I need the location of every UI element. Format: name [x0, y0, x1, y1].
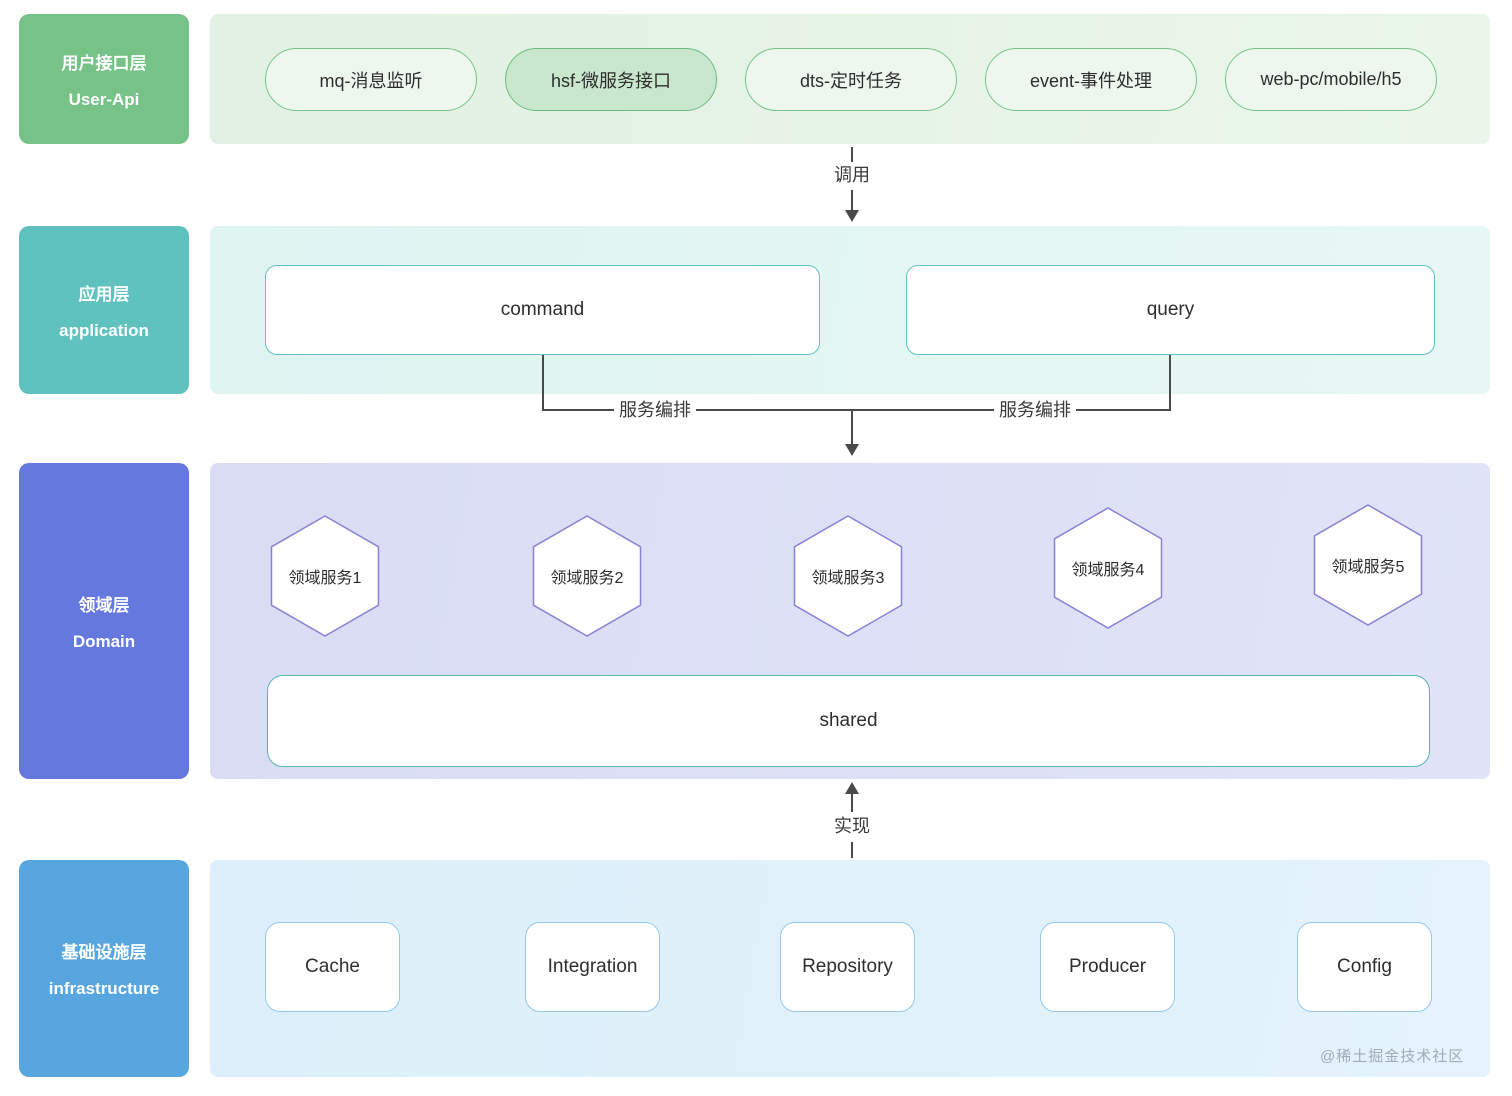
- sidebar-infrastructure: 基础设施层 infrastructure: [19, 860, 189, 1077]
- call-label: 调用: [829, 164, 875, 186]
- sidebar-user-api-title-zh: 用户接口层: [61, 53, 147, 73]
- hexagon-shape: [532, 515, 642, 637]
- band-infrastructure: Cache Integration Repository Producer Co…: [210, 860, 1490, 1077]
- sidebar-user-api: 用户接口层 User-Api: [19, 14, 189, 144]
- hexagon-domain-service-3: 领域服务3: [793, 515, 903, 637]
- hexagon-label: 领域服务2: [550, 570, 624, 587]
- watermark: @稀土掘金技术社区: [1320, 1048, 1465, 1065]
- pill-hsf-service: hsf-微服务接口: [505, 48, 717, 111]
- hexagon-shape: [1053, 507, 1163, 629]
- arrow-up-icon: [845, 782, 859, 794]
- box-producer: Producer: [1040, 922, 1175, 1012]
- sidebar-application: 应用层 application: [19, 226, 189, 394]
- hexagon-shape: [793, 515, 903, 637]
- connector-line: [851, 409, 853, 445]
- sidebar-infrastructure-title-zh: 基础设施层: [61, 943, 147, 962]
- band-domain: 领域服务1 领域服务2 领域服务3 领域服务4 领域服务5 share: [210, 463, 1490, 779]
- pill-dts-task: dts-定时任务: [745, 48, 957, 111]
- connector-line: [851, 793, 853, 812]
- box-shared: shared: [267, 675, 1430, 767]
- connector-line: [851, 147, 853, 162]
- band-user-api: mq-消息监听 hsf-微服务接口 dts-定时任务 event-事件处理 we…: [210, 14, 1490, 144]
- arrow-down-icon: [845, 444, 859, 456]
- box-repository: Repository: [780, 922, 915, 1012]
- hexagon-label: 领域服务1: [288, 570, 362, 587]
- hexagon-label: 领域服务5: [1331, 559, 1405, 576]
- box-command: command: [265, 265, 820, 355]
- orchestrate-label-left: 服务编排: [614, 399, 696, 421]
- hexagon-shape: [270, 515, 380, 637]
- sidebar-domain: 领域层 Domain: [19, 463, 189, 779]
- hexagon-label: 领域服务3: [811, 570, 885, 587]
- hexagon-domain-service-5: 领域服务5: [1313, 504, 1423, 626]
- orchestrate-label-right: 服务编排: [994, 399, 1076, 421]
- implement-label: 实现: [829, 815, 875, 837]
- hexagon-domain-service-2: 领域服务2: [532, 515, 642, 637]
- sidebar-domain-title-en: Domain: [72, 631, 136, 651]
- sidebar-user-api-title-en: User-Api: [68, 89, 140, 109]
- connector-line: [1169, 355, 1171, 411]
- box-integration: Integration: [525, 922, 660, 1012]
- sidebar-domain-title-zh: 领域层: [78, 595, 130, 615]
- box-query: query: [906, 265, 1435, 355]
- pill-event-handler: event-事件处理: [985, 48, 1197, 111]
- connector-line: [851, 190, 853, 212]
- connector-line: [542, 355, 544, 411]
- hexagon-shape: [1313, 504, 1423, 626]
- pill-web-clients: web-pc/mobile/h5: [1225, 48, 1437, 111]
- pill-mq-listener: mq-消息监听: [265, 48, 477, 111]
- box-cache: Cache: [265, 922, 400, 1012]
- hexagon-label: 领域服务4: [1071, 562, 1145, 579]
- connector-line: [542, 409, 1171, 411]
- arrow-down-icon: [845, 210, 859, 222]
- sidebar-application-title-en: application: [59, 320, 149, 340]
- band-application: command query: [210, 226, 1490, 394]
- connector-line: [851, 842, 853, 858]
- box-config: Config: [1297, 922, 1432, 1012]
- sidebar-infrastructure-title-en: infrastructure: [48, 979, 160, 998]
- sidebar-application-title-zh: 应用层: [78, 284, 130, 304]
- hexagon-domain-service-4: 领域服务4: [1053, 507, 1163, 629]
- hexagon-domain-service-1: 领域服务1: [270, 515, 380, 637]
